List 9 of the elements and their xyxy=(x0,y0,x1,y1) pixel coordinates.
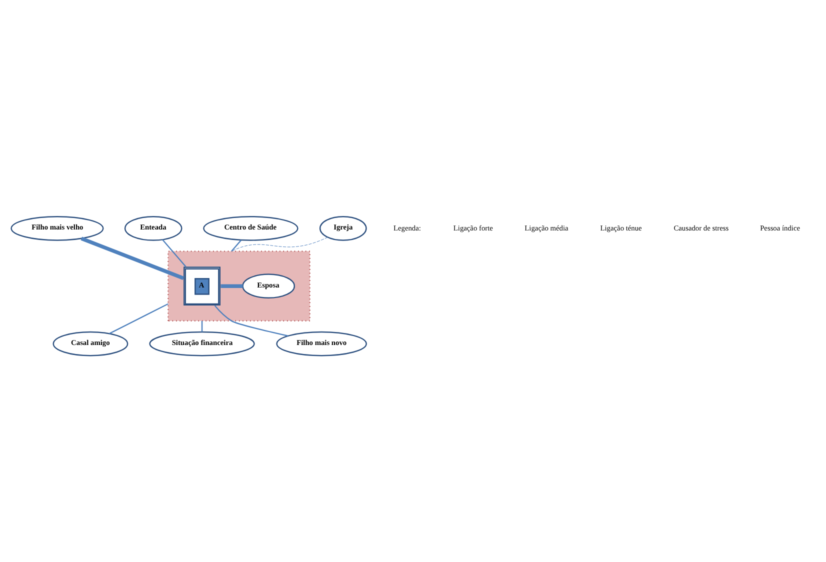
connector xyxy=(109,302,168,334)
cluster xyxy=(168,250,310,322)
connector xyxy=(201,320,203,332)
connector xyxy=(214,304,288,336)
connector xyxy=(220,284,243,288)
connector xyxy=(162,238,186,267)
connector xyxy=(231,239,242,252)
connector xyxy=(80,236,184,280)
connector xyxy=(231,236,328,252)
